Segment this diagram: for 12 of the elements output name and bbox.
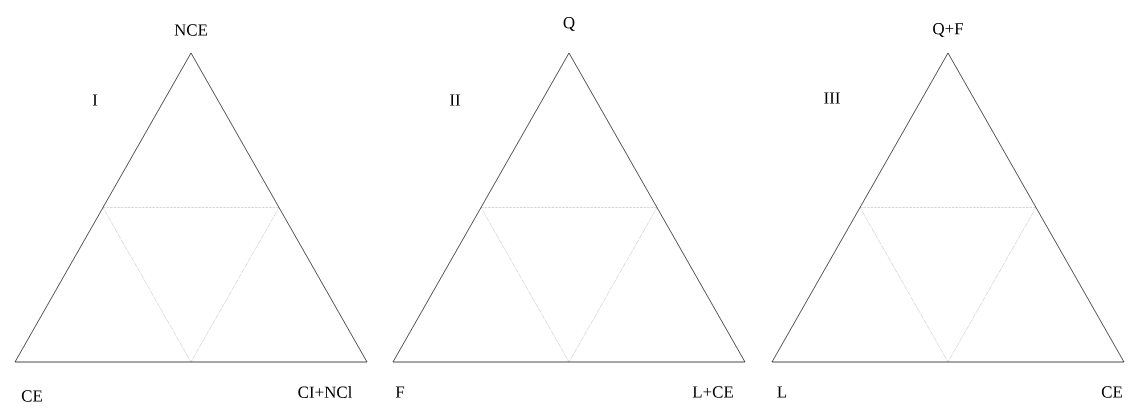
vertex-label: L [777, 386, 787, 398]
panel-numeral: II [450, 94, 461, 106]
vertex-label: L+CE [692, 386, 733, 398]
vertex-label: CE [21, 390, 42, 402]
vertex-label: Q [563, 17, 575, 31]
vertex-label: Q+F [933, 23, 963, 37]
vertex-label: NCE [174, 24, 208, 36]
panel-numeral: I [92, 94, 98, 106]
panel-numeral: III [824, 92, 840, 104]
vertex-label: CE [1101, 386, 1122, 398]
vertex-label: CI+NCl [298, 386, 352, 398]
vertex-label: F [395, 386, 405, 398]
